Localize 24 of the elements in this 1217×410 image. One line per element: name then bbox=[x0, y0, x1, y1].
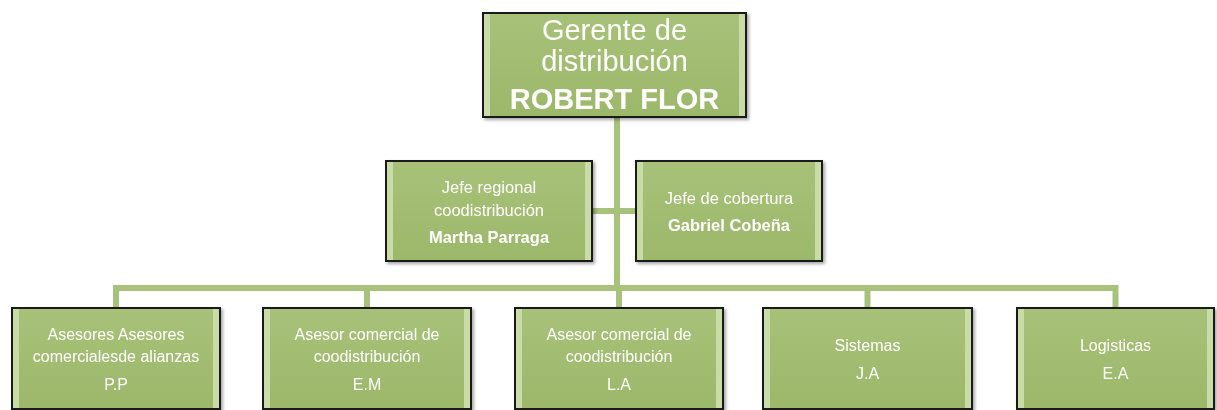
person-name: P.P bbox=[104, 375, 128, 394]
org-chart-box bbox=[11, 307, 221, 410]
job-title: Asesor comercial de coodistribución bbox=[545, 324, 693, 367]
person-name: Martha Parraga bbox=[428, 227, 550, 247]
person-name: J.A bbox=[855, 364, 880, 383]
person-name: E.M bbox=[352, 375, 382, 394]
person-name: E.A bbox=[1102, 364, 1129, 383]
job-title: Asesor comercial de coodistribución bbox=[293, 324, 441, 367]
org-chart-box bbox=[635, 160, 823, 262]
person-name: ROBERT FLOR bbox=[509, 82, 720, 116]
job-title: Asesores Asesores comercialesde alianzas bbox=[31, 324, 201, 367]
org-chart-box bbox=[762, 307, 973, 410]
job-title: Gerente de distribución bbox=[540, 14, 689, 77]
org-chart-box bbox=[482, 12, 747, 118]
job-title: Jefe regional coodistribución bbox=[432, 176, 546, 221]
job-title: Jefe de cobertura bbox=[664, 188, 794, 209]
person-name: Gabriel Cobeña bbox=[668, 216, 790, 235]
org-chart-box bbox=[385, 160, 593, 262]
job-title: Sistemas bbox=[834, 335, 901, 356]
org-chart-box bbox=[514, 307, 724, 410]
org-chart-box bbox=[262, 307, 472, 410]
org-chart-box bbox=[1016, 307, 1215, 410]
job-title: Logisticas bbox=[1079, 335, 1152, 356]
person-name: L.A bbox=[607, 375, 631, 394]
